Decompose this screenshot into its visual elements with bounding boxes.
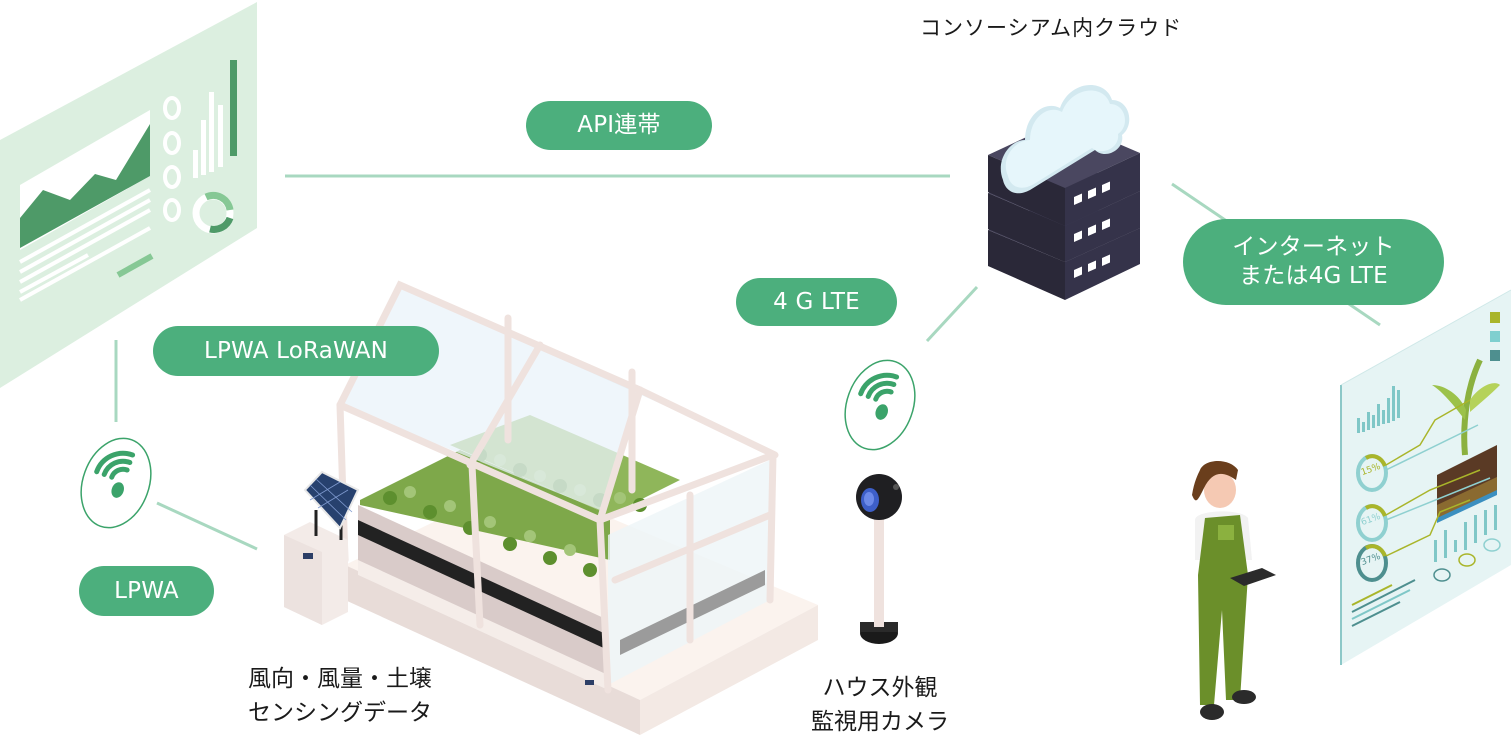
cloud-title: コンソーシアム内クラウド (920, 16, 1183, 40)
farmer-figure (1192, 461, 1276, 720)
pill-lpwa: LPWA (79, 566, 214, 616)
caption-camera: ハウス外観 監視用カメラ (811, 675, 949, 735)
area-chart-mark (20, 124, 150, 248)
legend-swatch-2 (1490, 331, 1500, 342)
pill-internet-line1: インターネット (1232, 234, 1395, 261)
pill-4g-lte: 4 G LTE (736, 278, 897, 326)
legend-swatch-3 (1490, 350, 1500, 361)
wifi-icon-camera (844, 359, 916, 451)
legend-swatch-1 (1490, 312, 1500, 323)
wifi-icon-lpwa (80, 437, 152, 529)
left-dashboard-panel (0, 2, 257, 388)
pill-internet-or-4g: インターネット または4G LTE (1183, 219, 1444, 305)
solar-sensor-unit (284, 470, 360, 625)
cloud-server-icon (988, 85, 1140, 300)
pill-lpwa-lorawan: LPWA LoRaWAN (153, 326, 439, 376)
caption-sensor-data: 風向・風量・土壌 センシングデータ (248, 666, 432, 726)
connector-lpwa-house (156, 501, 258, 551)
pill-api-link: API連帯 (526, 101, 712, 150)
pill-internet-line2: または4G LTE (1239, 263, 1388, 289)
right-dashboard-panel (1340, 289, 1511, 665)
surveillance-camera-icon (856, 474, 902, 644)
connector-camera-cloud (925, 285, 979, 343)
